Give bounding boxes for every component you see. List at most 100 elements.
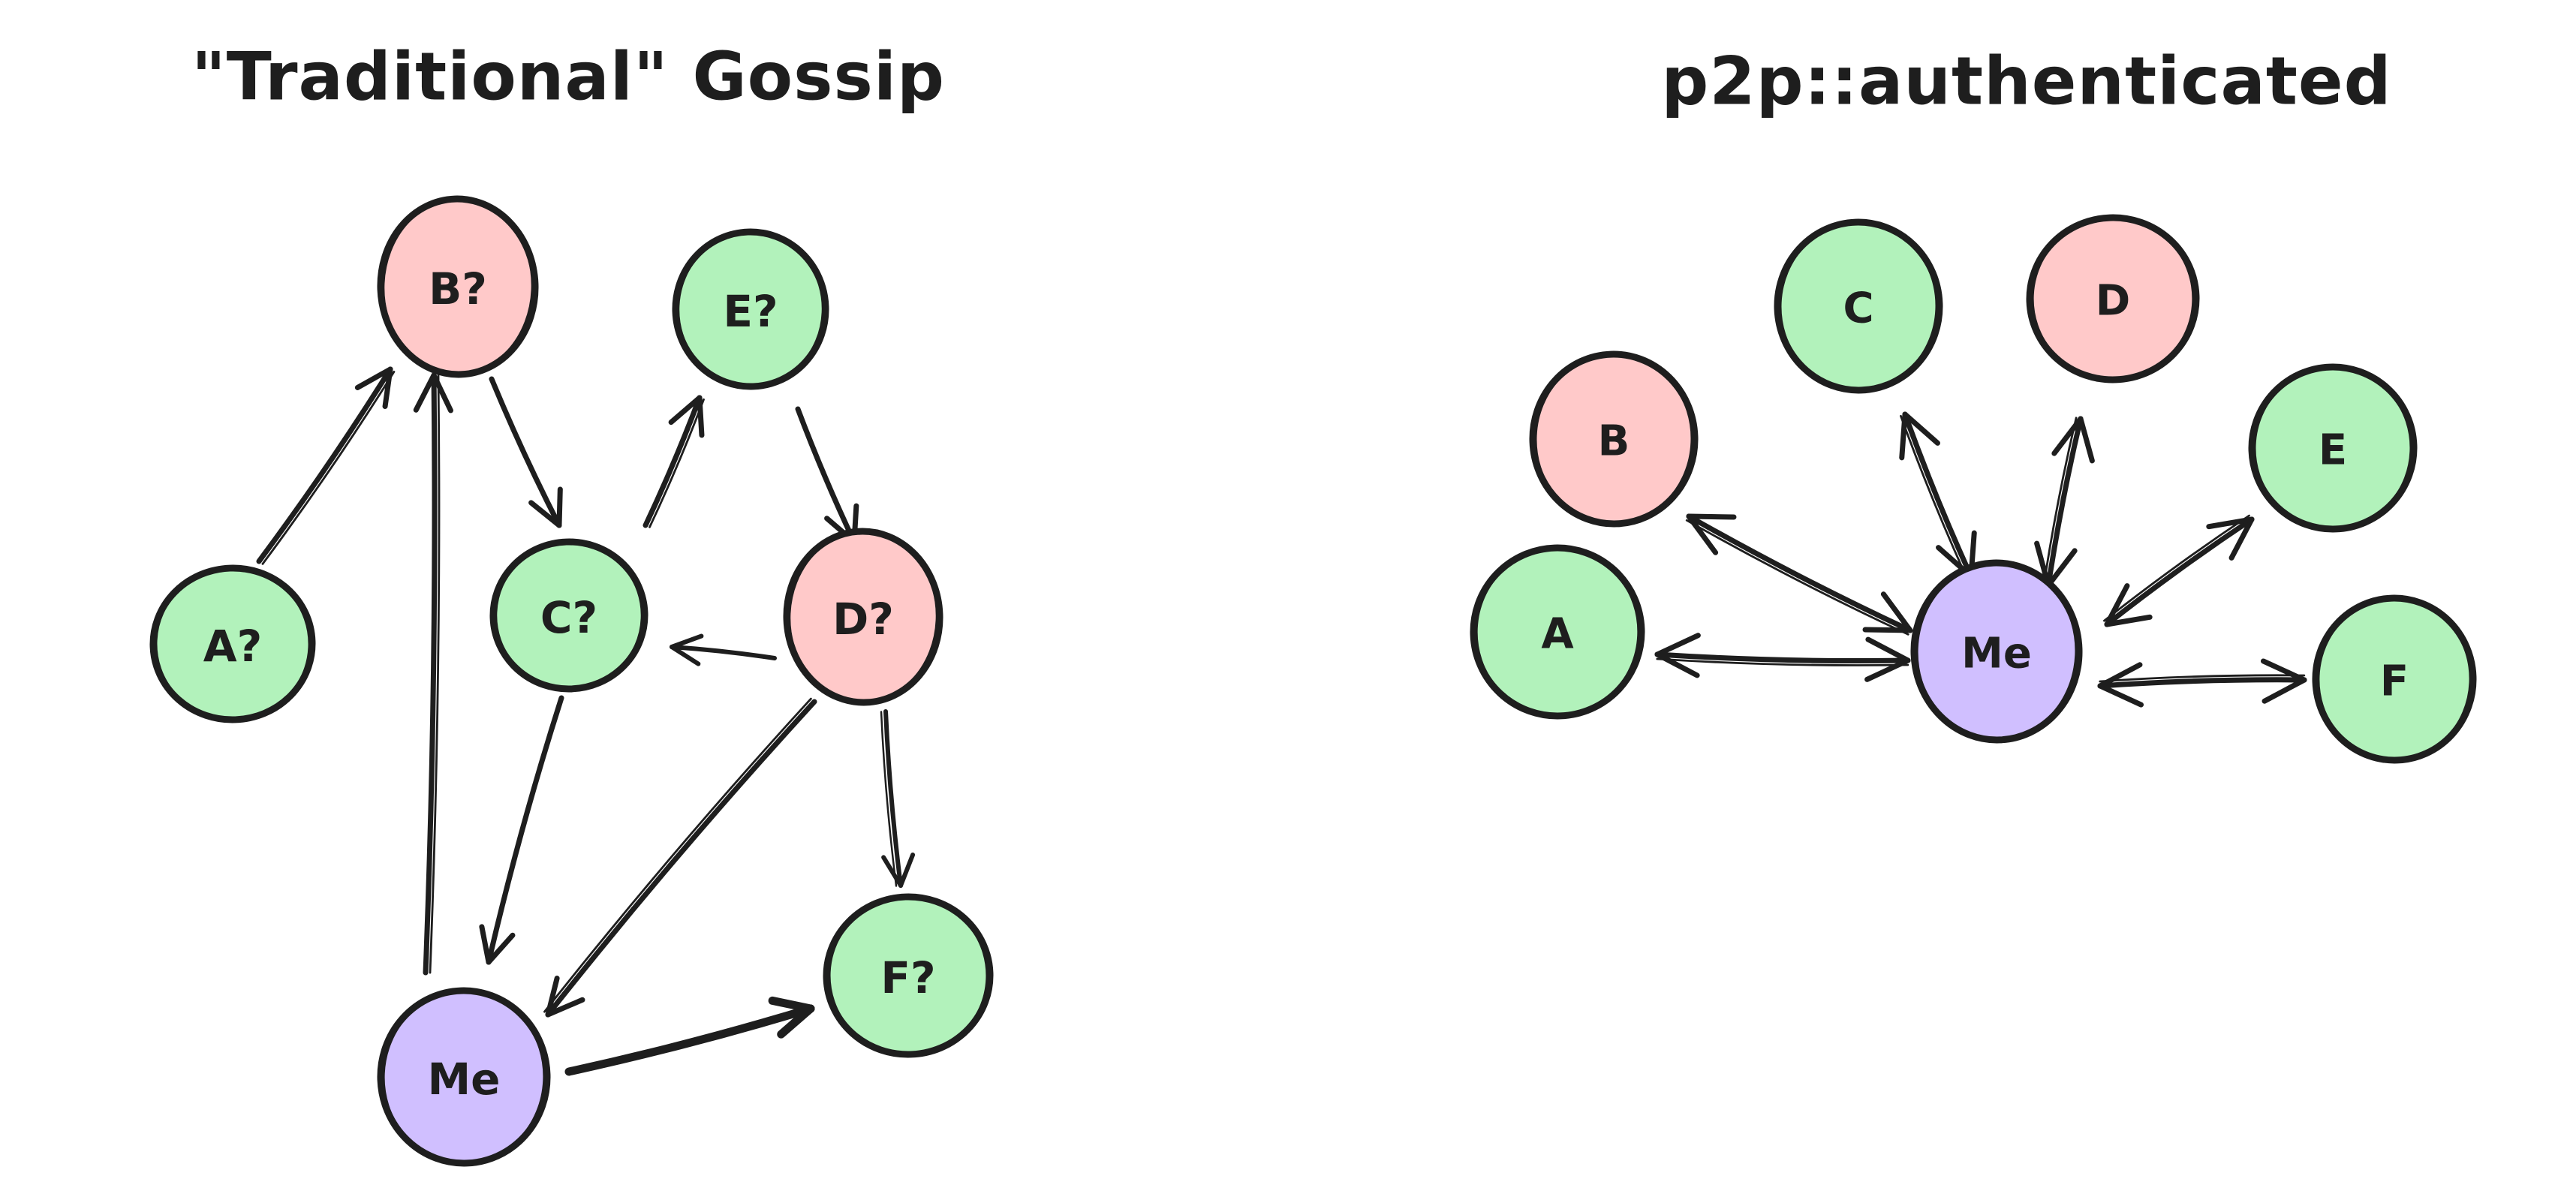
arrowhead	[2078, 416, 2095, 464]
arrowhead	[486, 932, 516, 965]
arrow-right-d-to-me	[2034, 416, 2095, 588]
arrowhead	[881, 855, 903, 888]
arrow-left-me-to-b	[413, 372, 453, 976]
arrowhead	[1880, 591, 1913, 633]
node-label: D?	[832, 594, 894, 645]
arrowhead	[898, 853, 916, 888]
node-right-c: C	[1774, 218, 1943, 394]
arrowhead	[1865, 636, 1911, 663]
node-left-d: D?	[783, 528, 943, 706]
node-label: B	[1598, 417, 1630, 466]
node-circle-sketch-pass	[494, 540, 644, 691]
arrowhead	[2206, 516, 2255, 530]
arrowhead	[670, 633, 704, 649]
arrowhead	[556, 486, 563, 528]
arrowhead	[697, 395, 705, 438]
arrow-left-e-to-d	[795, 406, 859, 545]
arrow-right-c-to-me	[1899, 411, 1977, 579]
arrow-left-d-to-me	[543, 697, 817, 1018]
arrowhead	[2262, 677, 2307, 704]
arrowhead	[413, 372, 437, 413]
arrow-left-b-to-c	[489, 376, 563, 528]
arrowhead	[777, 1004, 815, 1039]
node-label: E?	[723, 286, 778, 337]
arrowhead	[1686, 513, 1719, 555]
node-right-f: F	[2312, 594, 2477, 764]
node-circle-sketch-pass	[676, 230, 825, 389]
arrow-left-c-to-me	[479, 695, 564, 965]
arrowhead	[2051, 416, 2084, 456]
right-diagram: A B C D E F Me	[1470, 214, 2477, 764]
node-circle-sketch-pass	[1779, 220, 1938, 392]
arrowhead	[2097, 683, 2144, 708]
node-right-a: A	[1470, 544, 1645, 720]
node-right-me: Me	[1910, 559, 2083, 744]
node-left-c: C?	[489, 538, 649, 693]
arrowhead	[545, 997, 585, 1018]
node-right-e: E	[2248, 363, 2418, 533]
arrowhead	[528, 500, 562, 528]
node-left-b: B?	[377, 195, 539, 378]
left-diagram-title: "Traditional" Gossip	[191, 38, 945, 116]
arrowhead	[768, 996, 815, 1013]
arrowhead	[2097, 662, 2143, 689]
node-circle-sketch-pass	[1475, 546, 1640, 718]
arrowhead	[1864, 657, 1911, 682]
arrowhead	[545, 976, 560, 1018]
node-label: C	[1843, 284, 1873, 333]
arrowhead	[431, 372, 453, 414]
node-circle-sketch-pass	[154, 566, 311, 722]
node-label: Me	[427, 1054, 500, 1105]
arrow-left-d-to-f	[880, 709, 916, 888]
node-label: Me	[1961, 630, 2032, 678]
arrow-right-e-to-me	[2103, 514, 2255, 627]
node-label: A	[1541, 610, 1574, 659]
node-right-b: B	[1529, 350, 1699, 528]
node-left-e: E?	[672, 228, 829, 390]
node-label: B?	[429, 263, 487, 314]
node-circle-sketch-pass	[2253, 365, 2412, 531]
arrowhead	[1654, 633, 1701, 657]
arrowhead	[2104, 583, 2130, 627]
node-circle-sketch-pass	[1534, 352, 1693, 526]
arrowhead	[2228, 516, 2255, 561]
arrow-left-d-to-c	[670, 633, 777, 666]
arrowhead	[2045, 548, 2078, 588]
arrowhead	[1654, 651, 1700, 678]
arrowhead	[1899, 411, 1908, 461]
node-label: F?	[880, 952, 935, 1003]
right-diagram-title: p2p::authenticated	[1661, 43, 2391, 120]
node-circle-sketch-pass	[2316, 596, 2472, 762]
arrowhead	[668, 395, 703, 426]
node-left-a: A?	[149, 564, 316, 723]
arrowhead	[2104, 614, 2153, 627]
node-left-me: Me	[377, 987, 551, 1167]
arrowhead	[382, 366, 393, 410]
node-label: D	[2096, 277, 2130, 326]
arrowhead	[670, 645, 701, 666]
node-label: E	[2319, 426, 2347, 475]
arrow-right-f-to-me	[2097, 658, 2307, 708]
node-circle-sketch-pass	[828, 895, 989, 1057]
node-circle-sketch-pass	[381, 197, 534, 377]
node-left-f: F?	[823, 893, 994, 1058]
node-circle-sketch-pass	[787, 529, 939, 705]
arrow-right-a-to-me	[1654, 633, 1911, 682]
node-label: A?	[203, 621, 263, 672]
node-circle-sketch-pass	[2031, 215, 2195, 382]
arrow-right-b-to-me	[1685, 513, 1913, 636]
node-label: F	[2380, 657, 2409, 706]
arrowhead	[1902, 411, 1940, 446]
left-diagram: A? B? C? D? E? F? Me	[149, 195, 994, 1167]
arrowhead	[479, 924, 492, 965]
arrow-left-c-to-e	[642, 395, 705, 528]
arrowhead	[2260, 658, 2307, 683]
arrowhead	[1686, 513, 1737, 520]
node-right-d: D	[2026, 214, 2200, 383]
node-label: C?	[540, 592, 597, 643]
node-circle-sketch-pass	[382, 988, 546, 1165]
arrowhead	[354, 366, 393, 390]
node-circle-sketch-pass	[1915, 561, 2078, 742]
arrow-left-me-to-f	[564, 996, 815, 1076]
